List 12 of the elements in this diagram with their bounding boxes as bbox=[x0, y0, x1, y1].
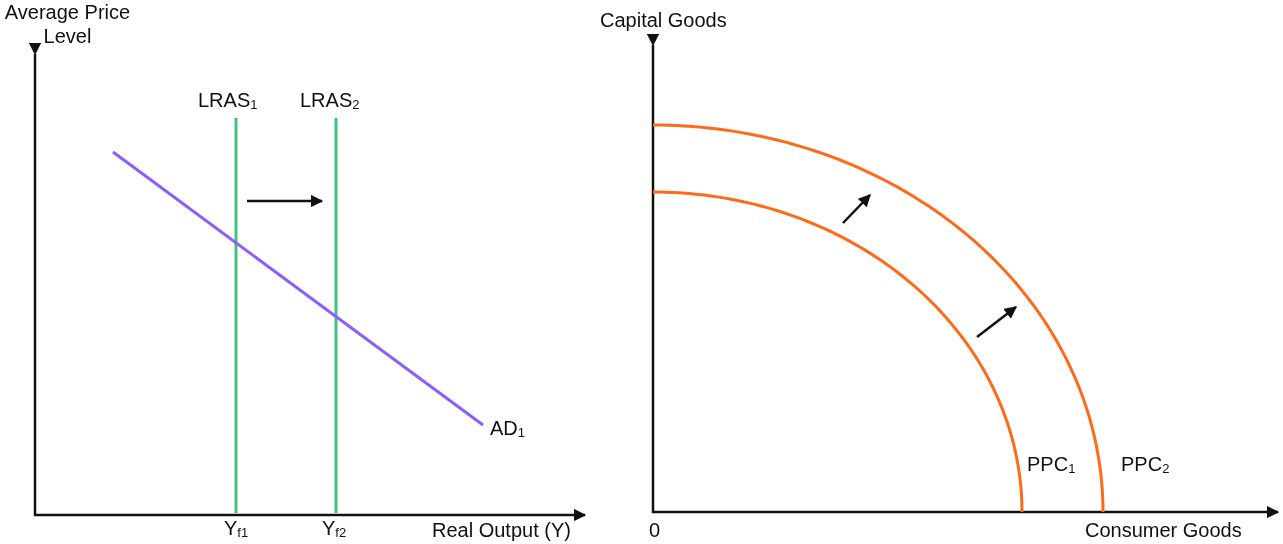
tick-label: 0 bbox=[649, 518, 661, 542]
curve-label: AD$_{1}$ bbox=[490, 416, 526, 442]
curve-label: LRAS$_{2}$ bbox=[300, 88, 360, 114]
curve-label: LRAS$_{1}$ bbox=[198, 88, 258, 114]
curve-label: PPC$_{1}$ bbox=[1027, 452, 1076, 478]
tick-label: Y$_{f1}$ bbox=[224, 516, 249, 542]
axis-title: Real Output (Y) bbox=[432, 518, 571, 542]
axis-title: Consumer Goods bbox=[1085, 518, 1242, 542]
curve-label: PPC$_{2}$ bbox=[1121, 452, 1170, 478]
tick-label: Y$_{f2}$ bbox=[322, 516, 347, 542]
axis-title: Average Price Level bbox=[3, 0, 132, 48]
axis-title: Capital Goods bbox=[600, 8, 727, 32]
